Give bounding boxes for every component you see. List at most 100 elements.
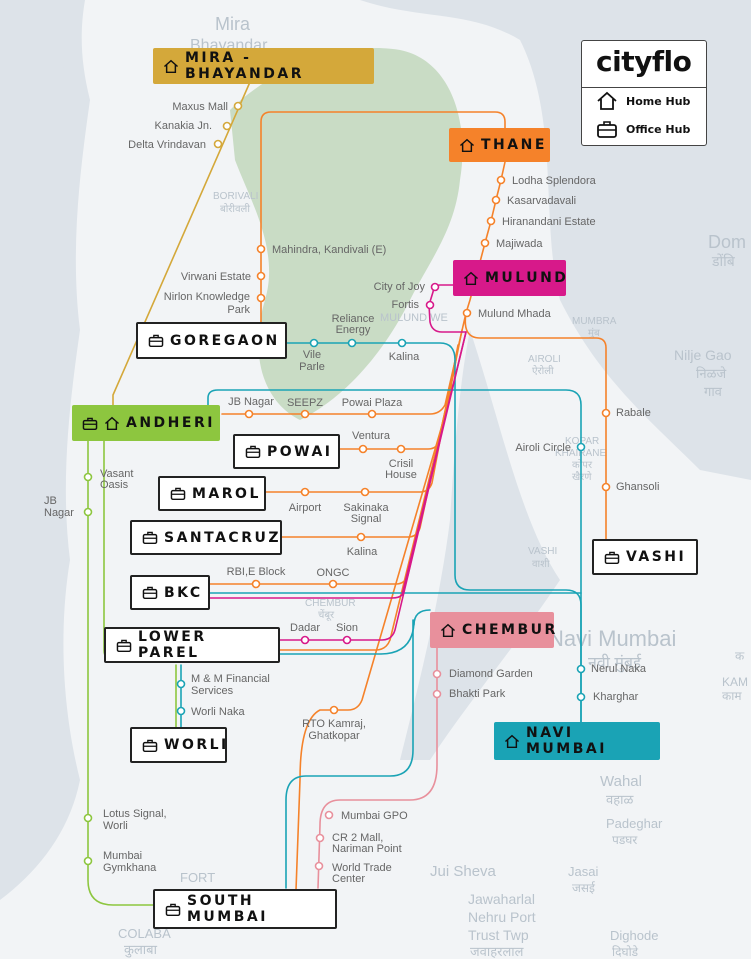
- label-ghansoli: Ghansoli: [616, 481, 659, 493]
- stop-kalina-1: [397, 338, 407, 348]
- stop-kharghar: [576, 692, 586, 702]
- place-dighode-hi: दिघोडे: [612, 945, 639, 959]
- hub-chembur-label: CHEMBUR: [462, 622, 558, 638]
- label-lotus-1: Lotus Signal,: [103, 808, 167, 820]
- hub-santacruz-label: SANTACRUZ: [164, 529, 282, 546]
- label-rbi: RBI,E Block: [227, 566, 286, 578]
- place-kamothe-hi: काम: [722, 689, 742, 703]
- hub-thane[interactable]: THANE: [449, 128, 550, 162]
- place-mira: Mira: [215, 14, 251, 34]
- label-airoli-circle: Airoli Circle: [515, 442, 571, 454]
- place-dighode: Dighode: [610, 928, 658, 943]
- route-mulund-lowerparel: [267, 331, 467, 641]
- hub-santacruz[interactable]: SANTACRUZ: [130, 520, 282, 555]
- hub-mulund[interactable]: MULUND: [453, 260, 566, 296]
- briefcase-icon: [116, 639, 132, 652]
- label-hiranandani: Hiranandani Estate: [502, 216, 596, 228]
- label-sakinaka-1: Sakinaka: [343, 502, 389, 514]
- label-kanakia: Kanakia Jn.: [155, 120, 212, 132]
- stop-rbi: [251, 579, 261, 589]
- stop-nerul-naka: [576, 664, 586, 674]
- hub-mulund-label: MULUND: [485, 270, 569, 286]
- legend-office-label: Office Hub: [626, 122, 691, 136]
- hub-bkc-label: BKC: [164, 584, 203, 601]
- legend-office-row: Office Hub: [596, 119, 690, 139]
- hub-vashi-label: VASHI: [626, 549, 687, 565]
- route-southmumbai-chembur: [285, 619, 414, 889]
- stop-kalina-2: [356, 532, 366, 542]
- label-maxus-mall: Maxus Mall: [172, 101, 228, 113]
- label-jbn-1: JB: [44, 495, 57, 507]
- label-vile: Vile: [303, 349, 321, 361]
- label-sion: Sion: [336, 622, 358, 634]
- label-kalina-1: Kalina: [389, 351, 420, 363]
- label-kalina-2: Kalina: [347, 546, 378, 558]
- stop-fortis: [425, 300, 435, 310]
- stop-city-of-joy: [430, 282, 440, 292]
- hub-bkc[interactable]: BKC: [130, 575, 210, 610]
- hub-chembur[interactable]: CHEMBUR: [430, 612, 555, 648]
- hub-andheri[interactable]: ANDHERI: [72, 405, 220, 441]
- hub-navi-mumbai[interactable]: NAVI MUMBAI: [494, 722, 660, 760]
- hub-marol[interactable]: MAROL: [158, 476, 266, 511]
- label-mulund-mhada: Mulund Mhada: [478, 308, 552, 320]
- hub-mira-bhayandar[interactable]: MIRA - BHAYANDAR: [153, 48, 374, 84]
- briefcase-icon: [165, 903, 181, 916]
- hub-south-mumbai[interactable]: SOUTH MUMBAI: [153, 889, 337, 929]
- home-icon: [463, 271, 479, 285]
- route-chembur-southmumbai: [317, 647, 438, 889]
- hub-powai-label: POWAI: [267, 443, 333, 460]
- national-park: [230, 48, 463, 420]
- label-dadar: Dadar: [290, 622, 320, 634]
- hub-powai[interactable]: POWAI: [233, 434, 340, 469]
- stop-worli-naka: [176, 706, 186, 716]
- label-seepz: SEEPZ: [287, 397, 323, 409]
- route-mira-andheri: [112, 81, 251, 409]
- place-colaba-hi: कुलाबा: [124, 942, 158, 958]
- stop-mahindra: [256, 244, 266, 254]
- label-mumbai-gpo: Mumbai GPO: [341, 810, 408, 822]
- hub-lower-parel[interactable]: LOWER PAREL: [104, 627, 280, 663]
- label-mm-1: M & M Financial: [191, 673, 270, 685]
- place-dombivli-hi: डोंबि: [711, 253, 736, 269]
- label-jbn-2: Nagar: [44, 507, 74, 519]
- stop-reliance: [347, 338, 357, 348]
- place-mumbra: MUMBRA: [572, 316, 617, 327]
- briefcase-icon: [170, 487, 186, 501]
- legend-box: cityflo Home Hub Office Hub: [581, 40, 707, 146]
- place-vashi: VASHI: [528, 546, 557, 557]
- hub-goregaon[interactable]: GOREGAON: [136, 322, 287, 359]
- place-jui-sheva: Jui Sheva: [430, 863, 497, 880]
- home-icon: [440, 623, 456, 637]
- place-navi-mumbai-hi: नवी मुंबई: [588, 653, 642, 673]
- place-chembur-hi: चेंबूर: [318, 609, 335, 621]
- label-rto-1: RTO Kamraj,: [302, 718, 366, 730]
- briefcase-icon: [142, 531, 158, 545]
- place-borivali-hi: बोरीवली: [220, 203, 250, 215]
- stop-kanakia: [222, 121, 232, 131]
- stop-mulund-mhada: [462, 308, 472, 318]
- stop-ventura: [358, 444, 368, 454]
- hub-marol-label: MAROL: [192, 485, 261, 502]
- label-majiwada: Majiwada: [496, 238, 543, 250]
- label-lotus-2: Worli: [103, 820, 128, 832]
- place-colaba: COLABA: [118, 926, 171, 941]
- place-wahal-hi: वहाळ: [606, 792, 634, 807]
- place-dombivli: Dom: [708, 232, 746, 252]
- stop-mumbai-gpo: [324, 810, 334, 820]
- route-thane-andheri: [221, 312, 467, 415]
- label-parle: Parle: [299, 361, 325, 373]
- hub-vashi[interactable]: VASHI: [592, 539, 698, 575]
- place-kamothe: KAM: [722, 675, 748, 689]
- label-kasarvadavali: Kasarvadavali: [507, 195, 576, 207]
- stop-delta-vrindavan: [213, 139, 223, 149]
- stop-ongc: [328, 579, 338, 589]
- place-padeghar-hi: पडघर: [612, 833, 638, 847]
- label-vasant-2: Oasis: [100, 479, 129, 491]
- hub-worli[interactable]: WORLI: [130, 727, 227, 763]
- route-andheri-southmumbai: [87, 439, 156, 906]
- legend-home-row: Home Hub: [596, 91, 690, 111]
- stop-cr2-mall: [315, 833, 325, 843]
